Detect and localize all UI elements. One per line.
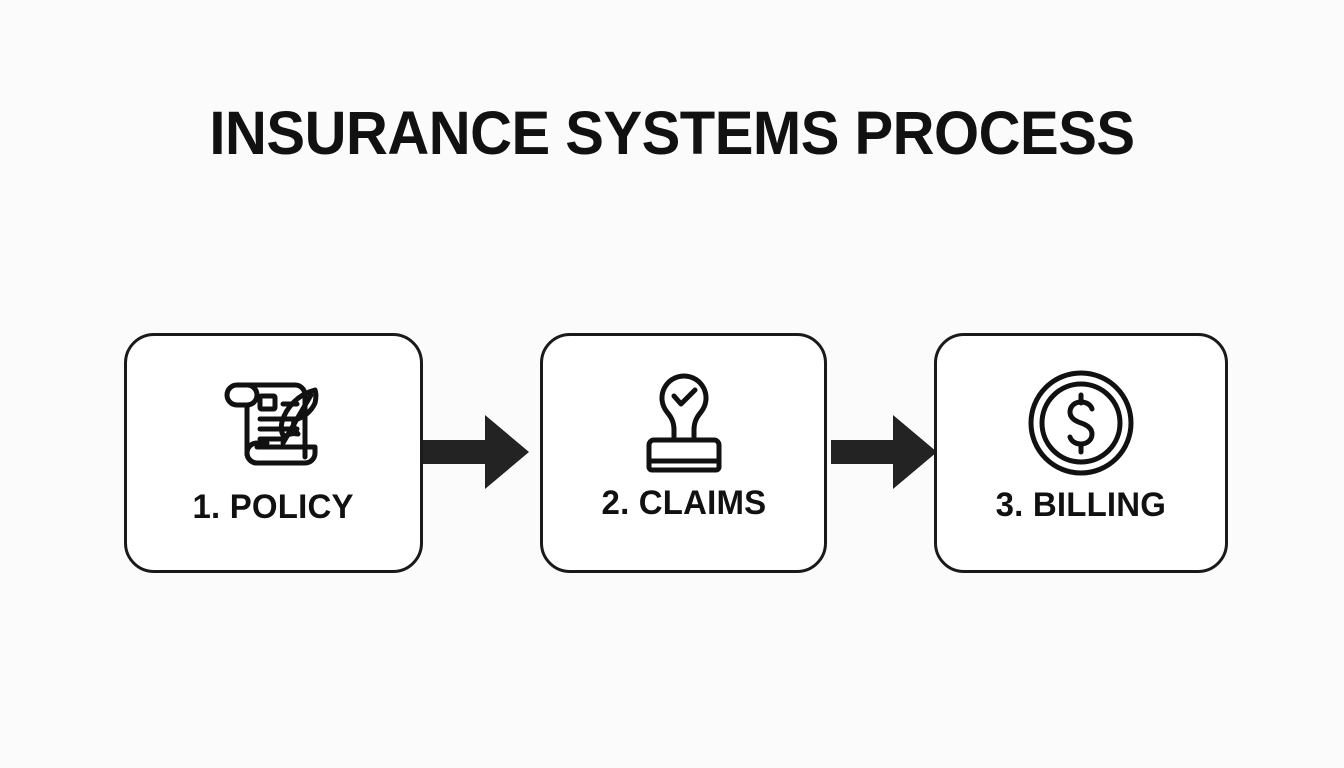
step-card-billing[interactable]: 3. BILLING — [934, 333, 1228, 573]
process-flow: 1. POLICY 2. CLAIMS — [0, 333, 1344, 573]
step-label-policy: 1. POLICY — [192, 488, 355, 526]
step-label-billing: 3. BILLING — [995, 486, 1167, 524]
step-card-policy[interactable]: 1. POLICY — [124, 333, 423, 573]
coin-dollar-icon — [1028, 370, 1134, 476]
scroll-quill-icon — [224, 382, 318, 466]
step-label-claims: 2. CLAIMS — [601, 484, 766, 522]
page-title: INSURANCE SYSTEMS PROCESS — [209, 99, 1135, 167]
rubber-stamp-check-icon — [646, 373, 721, 473]
arrow-policy-to-claims — [423, 415, 529, 489]
arrow-claims-to-billing — [831, 415, 937, 489]
step-card-claims[interactable]: 2. CLAIMS — [540, 333, 827, 573]
